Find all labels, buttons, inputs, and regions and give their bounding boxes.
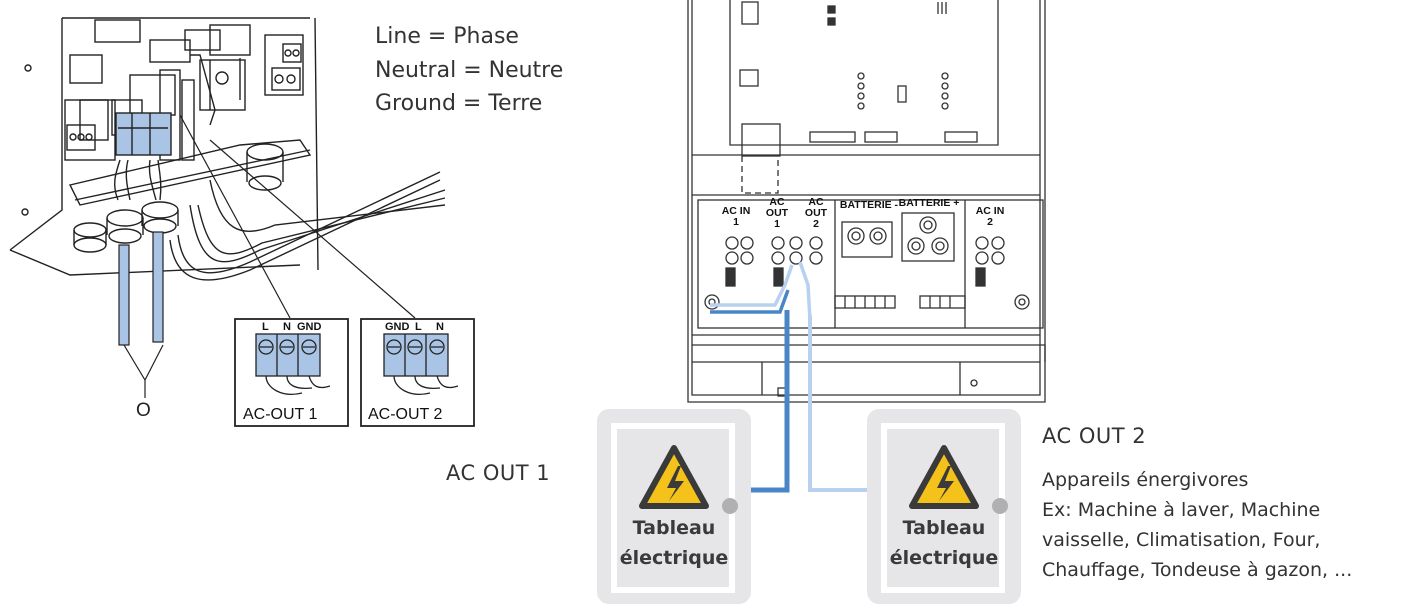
inverter-front-drawing xyxy=(687,0,1046,410)
label-batterie-plus: BATTERIE + xyxy=(898,197,960,209)
terminal-box-ac-out-2 xyxy=(360,318,475,427)
terminal-box-ac-out-1 xyxy=(234,318,349,427)
ac-out-2-desc-line: vaisselle, Climatisation, Four, xyxy=(1042,529,1321,551)
terminal-1-caption: AC-OUT 1 xyxy=(243,406,318,423)
legend-neutral: Neutral = Neutre xyxy=(375,58,564,83)
legend-line-phase: Line = Phase xyxy=(375,24,519,49)
ac-out-1-label: AC OUT 1 xyxy=(446,461,551,485)
terminal-2-caption: AC-OUT 2 xyxy=(368,406,443,423)
label-batterie-minus: BATTERIE - xyxy=(839,199,899,211)
ac-out-2-desc-line: Chauffage, Tondeuse à gazon, ... xyxy=(1042,559,1353,581)
terminal-2-label-gnd: GND xyxy=(385,321,410,333)
ac-out-2-description: Appareils énergivores Ex: Machine à lave… xyxy=(1042,465,1352,585)
electrical-panel-1 xyxy=(597,409,751,604)
terminal-1-label-l: L xyxy=(262,321,269,333)
terminal-1-label-gnd: GND xyxy=(297,321,322,333)
callout-letter-o: O xyxy=(136,400,151,421)
ac-out-2-desc-line: Appareils énergivores xyxy=(1042,469,1249,491)
terminal-2-label-l: L xyxy=(415,321,422,333)
wires-to-panels xyxy=(750,310,868,493)
terminal-2-label-n: N xyxy=(436,321,444,333)
legend-ground: Ground = Terre xyxy=(375,91,543,116)
electrical-panel-2 xyxy=(867,409,1021,604)
inverter-interior-drawing xyxy=(9,17,446,398)
terminal-1-label-n: N xyxy=(283,321,291,333)
ac-out-2-label: AC OUT 2 xyxy=(1042,424,1147,448)
ac-out-2-desc-line: Ex: Machine à laver, Machine xyxy=(1042,499,1321,521)
